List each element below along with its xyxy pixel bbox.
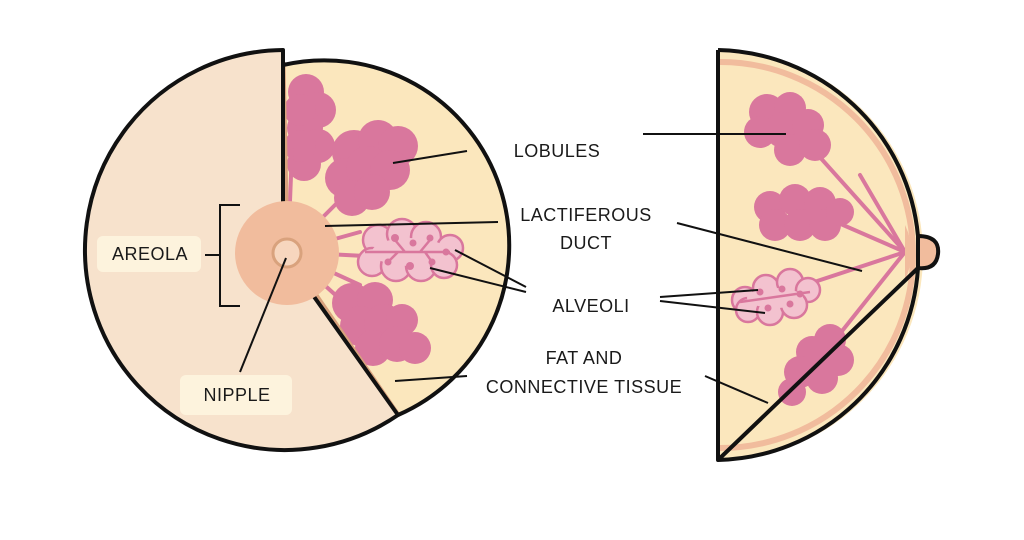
side-areola xyxy=(905,225,912,280)
front-lobules xyxy=(284,74,431,366)
nipple xyxy=(271,237,303,269)
lobule xyxy=(332,282,431,366)
leader-nipple xyxy=(239,257,287,373)
front-alveoli xyxy=(356,217,465,283)
leader-lactiferous-left xyxy=(324,221,499,227)
side-skin-border xyxy=(719,59,916,451)
leader-lactiferous-right xyxy=(676,222,863,272)
side-alveoli xyxy=(730,267,822,327)
leader-alveoli-right-1 xyxy=(659,289,759,298)
label-nipple: NIPPLE xyxy=(203,385,270,405)
areola-label-bg xyxy=(97,236,201,272)
leader-fat-right xyxy=(704,375,769,404)
label-lobules: LOBULES xyxy=(514,141,601,161)
side-skin xyxy=(718,50,923,460)
label-fat-line2: CONNECTIVE TISSUE xyxy=(486,377,682,397)
label-lactiferous-line2: DUCT xyxy=(560,233,612,253)
side-view xyxy=(716,48,941,462)
lobule xyxy=(744,92,831,166)
lobule xyxy=(754,184,854,241)
front-view xyxy=(83,48,512,452)
leader-alveoli-left-2 xyxy=(429,267,527,293)
label-lactiferous-line1: LACTIFEROUS xyxy=(520,205,652,225)
side-outline xyxy=(716,48,920,462)
lobule xyxy=(325,120,418,216)
areola-bracket xyxy=(205,204,240,307)
label-fat-line1: FAT AND xyxy=(546,348,623,368)
leader-lines xyxy=(205,133,863,404)
leader-lobules-left xyxy=(392,150,468,164)
leader-alveoli-right-2 xyxy=(659,300,766,314)
front-outline-right xyxy=(282,58,512,417)
leader-fat-left xyxy=(394,375,468,382)
nipple-label-bg xyxy=(180,375,292,415)
label-areola: AREOLA xyxy=(112,244,188,264)
label-alveoli: ALVEOLI xyxy=(552,296,629,316)
side-nipple xyxy=(916,234,941,271)
labels: LOBULES LACTIFEROUS DUCT ALVEOLI FAT AND… xyxy=(97,141,682,415)
leader-alveoli-left-1 xyxy=(454,249,527,288)
